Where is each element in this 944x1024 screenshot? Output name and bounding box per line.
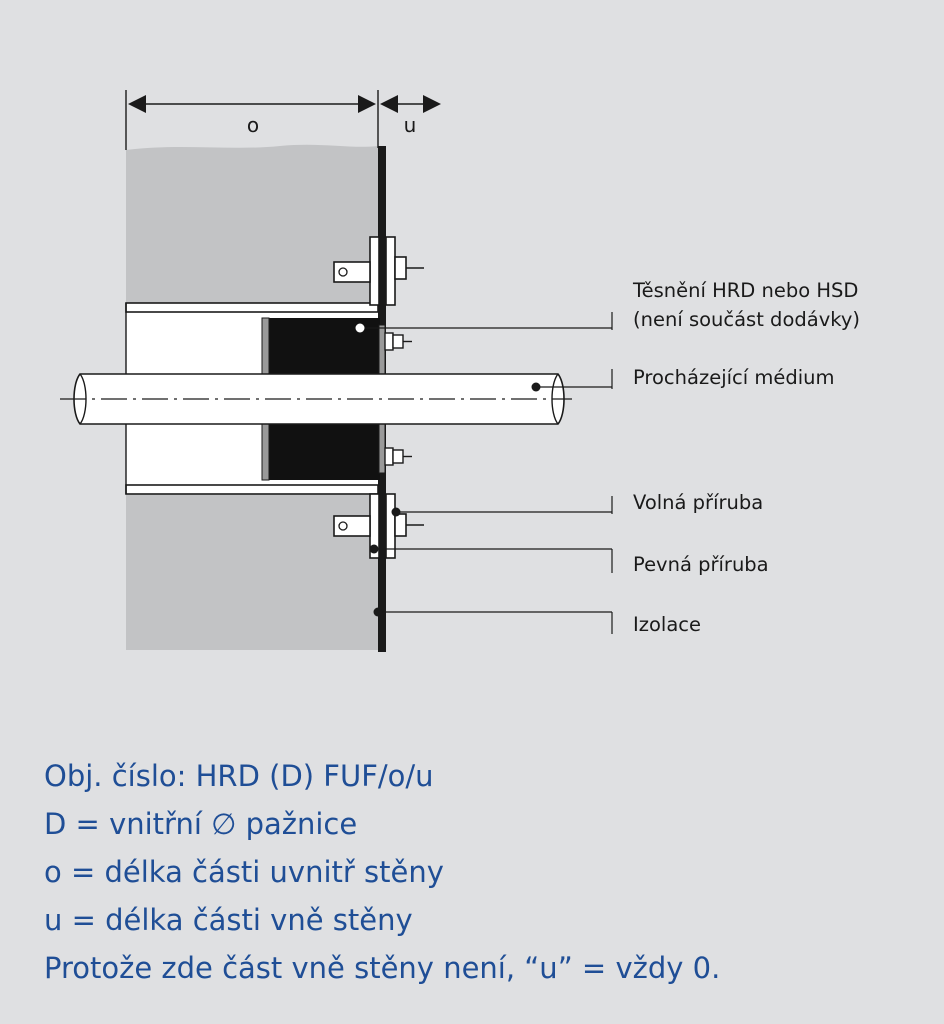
seal-lower (268, 424, 380, 480)
legend-u-definition: u = délka části vně stěny (44, 903, 413, 937)
legend-d-definition: D = vnitřní ∅ pažnice (44, 807, 358, 841)
callout-insulation: Izolace (633, 613, 701, 636)
seal-pressure-plate-left-upper (261, 317, 270, 375)
legend: Obj. číslo: HRD (D) FUF/o/u D = vnitřní … (44, 752, 924, 992)
callout-seal-line2: (není součást dodávky) (633, 308, 860, 331)
dimension-o (125, 90, 379, 150)
seal-bolt-lower (384, 447, 412, 466)
seal-pressure-plate-left-lower (261, 423, 270, 481)
seal-pressure-plate-right-lower (378, 423, 386, 474)
sleeve-wall-bottom (125, 484, 379, 495)
callout-seal-line1: Těsnění HRD nebo HSD (632, 279, 858, 302)
callout-medium: Procházející médium (633, 366, 835, 389)
flange-upper (333, 236, 424, 306)
wall-upper (126, 144, 378, 305)
dimension-label-u: u (404, 113, 417, 137)
legend-order-number: Obj. číslo: HRD (D) FUF/o/u (44, 759, 434, 793)
legend-note: Protože zde část vně stěny není, “u” = v… (44, 951, 721, 985)
leader-dots (355, 323, 541, 617)
seal-pressure-plate-right-upper (378, 324, 386, 375)
callout-fixed-flange: Pevná příruba (633, 553, 769, 576)
flange-lower (333, 493, 424, 559)
wall-penetration-diagram: o u Těsnění HRD nebo HSD (není součást d… (60, 90, 860, 652)
legend-o-definition: o = délka části uvnitř stěny (44, 855, 444, 889)
dimension-label-o: o (247, 113, 259, 137)
callout-loose-flange: Volná příruba (633, 491, 763, 514)
seal-bolt-upper (384, 332, 412, 351)
leader-lines (360, 312, 613, 634)
sleeve-wall-top (125, 302, 379, 313)
